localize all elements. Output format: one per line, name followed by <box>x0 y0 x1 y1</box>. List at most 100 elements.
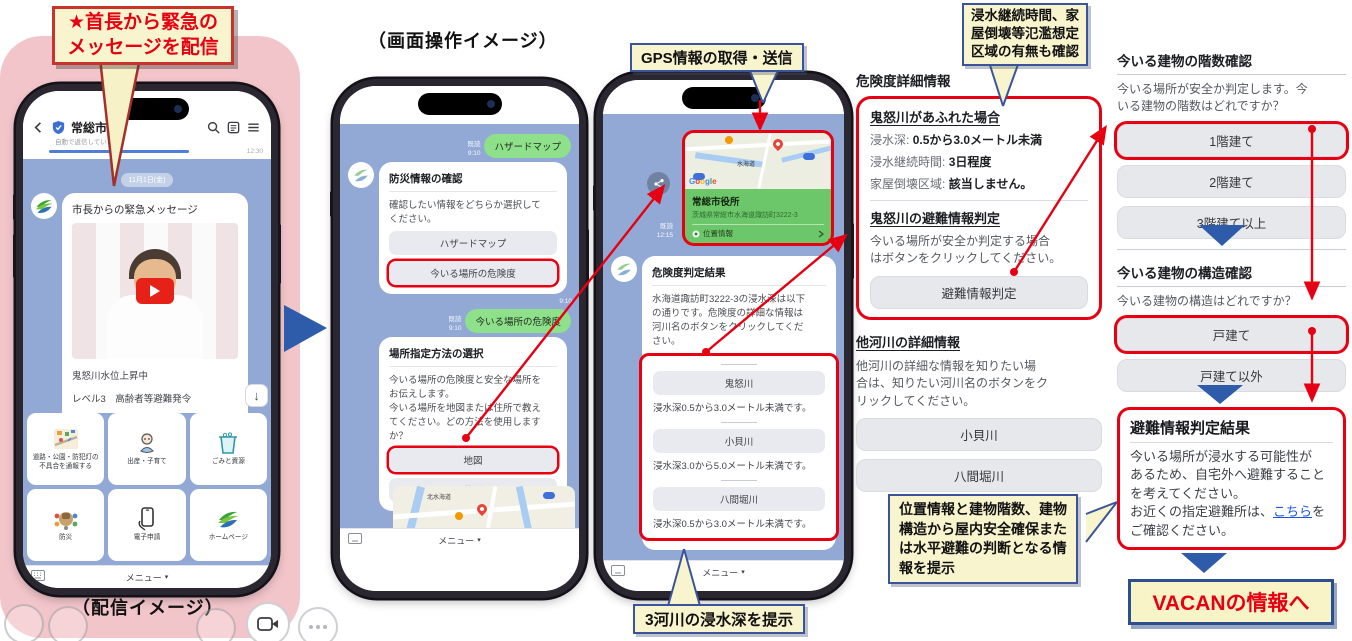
google-logo: Google <box>689 177 717 186</box>
kinugawa-button[interactable]: 鬼怒川 <box>653 371 825 395</box>
three-story-button[interactable]: 3階建て以上 <box>1117 205 1346 239</box>
floors-section: 今いる建物の階数確認 今いる場所が安全か判定します。今 いる建物の階数はどれです… <box>1117 50 1346 250</box>
map-button[interactable]: 地図 <box>389 448 557 472</box>
trash-icon <box>219 432 238 454</box>
callout-flood-check: 浸水継続時間、家 屋倒壊等氾濫想定 区域の有無も確認 <box>962 3 1088 66</box>
location-pin-icon <box>692 230 700 237</box>
sent-bubble: 今いる場所の危険度 <box>465 309 571 333</box>
caption-delivery: （配信イメージ） <box>72 598 224 618</box>
card-body: 今いる場所の危険度と安全な場所を お伝えします。 今いる場所を地図または住所で教… <box>389 375 542 442</box>
callout-three-rivers: 3河川の浸水深を提示 <box>633 604 806 634</box>
structure-section: 今いる建物の構造確認 今いる建物の構造はどれですか？ 戸建て 戸建て以外 <box>1117 262 1346 393</box>
kokaigawa-detail-button[interactable]: 小貝川 <box>856 417 1102 451</box>
richmenu-item-report[interactable]: 道路・公園・防犯灯の 不具合を通報する <box>27 413 105 485</box>
richmenu-item-childcare[interactable]: 出産・子育て <box>108 413 186 485</box>
poi-icon <box>455 512 463 520</box>
volume-button <box>13 234 16 278</box>
current-risk-button[interactable]: 今いる場所の危険度 <box>389 261 557 285</box>
card-body: 水海道諏訪町3222-3の浸水深は以下 の通りです。危険度の詳細な情報は 河川名… <box>652 294 806 347</box>
menu-bar[interactable]: メニュー▾ <box>340 528 579 551</box>
sent-bubble: ハザードマップ <box>484 134 571 158</box>
section-body: 今いる場所が安全か判定します。今 いる建物の階数はどれですか？ <box>1117 82 1308 114</box>
menu-bar[interactable]: メニュー▾ <box>23 565 271 588</box>
route-shield-icon <box>543 492 555 499</box>
notes-icon[interactable] <box>226 120 241 135</box>
verified-badge-icon <box>52 120 65 135</box>
share-icon[interactable] <box>647 172 670 195</box>
scroll-down-button[interactable]: ↓ <box>245 384 268 407</box>
player-control-icon <box>4 604 44 641</box>
route-shield-icon <box>803 153 815 160</box>
play-button-icon[interactable] <box>136 278 174 304</box>
kokaigawa-button[interactable]: 小貝川 <box>653 429 825 453</box>
hazardmap-button[interactable]: ハザードマップ <box>389 231 557 255</box>
callout-judgment-basis: 位置情報と建物階数、建物 構造から屋内安全確保また は水平避難の判断となる情 報… <box>888 494 1078 585</box>
result-title: 避難情報判定結果 <box>1130 417 1333 443</box>
kinugawa-detail-highlight: 鬼怒川があふれた場合 浸水深: 0.5から3.0メートル未満 浸水継続時間: 3… <box>856 96 1102 320</box>
link-placeholder[interactable] <box>49 150 189 153</box>
section-heading: 鬼怒川があふれた場合 <box>870 110 1001 125</box>
avatar <box>611 256 637 282</box>
location-link[interactable]: 位置情報 <box>703 229 733 238</box>
richmenu-item-garbage[interactable]: ごみと資源 <box>189 413 267 485</box>
video-thumbnail[interactable] <box>72 223 238 359</box>
map-report-icon <box>53 428 78 449</box>
section-body: 今いる建物の構造はどれですか？ <box>1117 294 1297 308</box>
map-pin-icon <box>770 136 786 152</box>
card-title: 防災情報の確認 <box>389 171 557 192</box>
richmenu-item-eapply[interactable]: 電子申請 <box>108 489 186 561</box>
keyboard-icon[interactable] <box>348 533 362 544</box>
keyboard-icon[interactable] <box>611 565 625 576</box>
detail-row: 浸水継続時間: 3日程度 <box>870 155 992 169</box>
richmenu-item-bosai[interactable]: 防災 <box>27 489 105 561</box>
dynamic-island <box>105 98 189 120</box>
route-shield-icon <box>693 173 705 180</box>
richmenu-item-homepage[interactable]: ホームページ <box>189 489 267 561</box>
section-title: 今いる建物の階数確認 <box>1117 50 1346 75</box>
card-title: 場所指定方法の選択 <box>389 346 557 367</box>
city-logo-icon <box>617 263 631 276</box>
back-icon[interactable] <box>31 120 46 135</box>
video-camera-icon[interactable] <box>246 602 290 641</box>
map-message-partial[interactable]: 北水海道 <box>393 486 575 528</box>
bosai-confirm-card: 防災情報の確認 確認したい情報をどちらか選択して ください。 ハザードマップ 今… <box>379 162 567 294</box>
panel-title: 危険度詳細情報 <box>856 74 951 89</box>
phone-mockup-broadcast: 常総市 自動で返信しています 12:30 11月1日(金) 市長からの緊急メッセ… <box>13 84 281 595</box>
risk-detail-panel: 危険度詳細情報 鬼怒川があふれた場合 浸水深: 0.5から3.0メートル未満 浸… <box>856 70 1102 492</box>
more-options-icon[interactable] <box>298 607 338 641</box>
location-card[interactable]: 水海道 Google 常総市役所 茨城県常総市水海道諏訪町3222-3 位置情報 <box>682 130 834 246</box>
vacan-info-box: VACANの情報へ <box>1128 579 1334 625</box>
evacuation-judge-button[interactable]: 避難情報判定 <box>870 275 1088 309</box>
hachimanbori-detail-button[interactable]: 八間堀川 <box>856 458 1102 492</box>
section-heading: 他河川の詳細情報 <box>856 334 961 350</box>
menu-bar[interactable]: メニュー▾ <box>603 560 844 583</box>
previous-link-message: 12:30 <box>23 146 271 159</box>
search-icon[interactable] <box>206 120 221 135</box>
one-story-button[interactable]: 1階建て <box>1117 123 1346 157</box>
baby-icon <box>140 433 154 454</box>
map-pin-icon <box>474 501 490 517</box>
shelter-link[interactable]: こちら <box>1273 504 1313 520</box>
menu-icon[interactable] <box>246 120 261 135</box>
message-line: レベル3 高齢者等避難発令 <box>72 394 192 405</box>
two-story-button[interactable]: 2階建て <box>1117 164 1346 198</box>
keyboard-icon[interactable] <box>31 570 45 581</box>
detached-house-button[interactable]: 戸建て <box>1117 318 1346 352</box>
section-title: 今いる建物の構造確認 <box>1117 262 1346 287</box>
rivers-highlight-box: 鬼怒川 浸水深0.5から3.0メートル未満です。 小貝川 浸水深3.0から5.0… <box>639 353 839 541</box>
message-time: 9:10 <box>559 298 572 305</box>
river-note: 浸水深0.5から3.0メートル未満です。 <box>653 403 812 414</box>
player-control-icon <box>48 606 88 641</box>
hachimanbori-button[interactable]: 八間堀川 <box>653 487 825 511</box>
message-time: 12:30 <box>246 148 263 155</box>
callout-mayor-message: ★首長から緊急の メッセージを配信 <box>52 6 234 66</box>
result-section: 避難情報判定結果 今いる場所が浸水する可能性が あるため、自宅外へ避難すること … <box>1117 407 1346 551</box>
non-detached-button[interactable]: 戸建て以外 <box>1117 359 1346 393</box>
magnifier-control-icon <box>196 608 236 641</box>
